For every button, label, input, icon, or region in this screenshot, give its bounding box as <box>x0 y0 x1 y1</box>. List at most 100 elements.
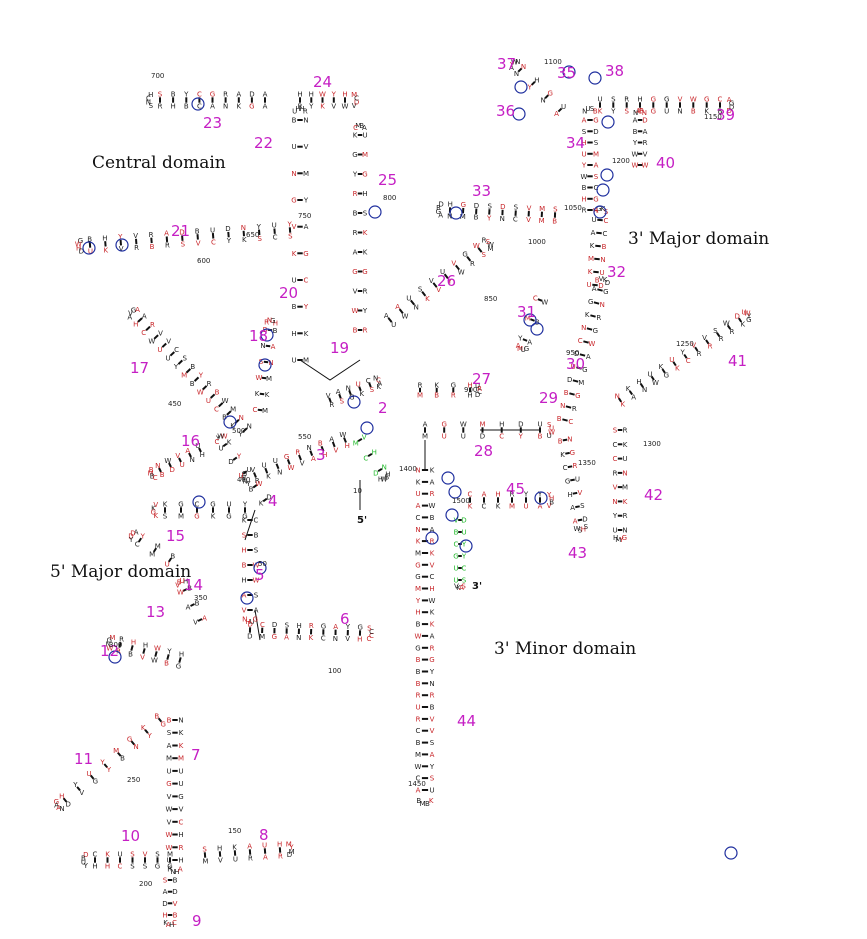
nucleotide: A <box>186 604 191 612</box>
nucleotide: K <box>376 383 381 391</box>
base-pair <box>377 467 383 473</box>
nucleotide: W <box>287 464 294 472</box>
nucleotide: D <box>582 516 587 524</box>
nucleotide: B <box>425 800 430 808</box>
nucleotide: W <box>541 298 548 306</box>
nucleotide: V <box>133 232 138 240</box>
base-pair <box>198 447 202 453</box>
nucleotide: U <box>86 770 91 778</box>
nucleotide: B <box>595 276 600 284</box>
base-pair <box>572 379 579 383</box>
nucleotide: S <box>254 547 259 555</box>
backbone-strands <box>244 359 540 641</box>
nucleotide: C <box>321 635 326 643</box>
nucleotide: D <box>598 282 603 290</box>
nucleotide: C <box>369 632 374 640</box>
nucleotide: S <box>363 210 368 218</box>
nucleotide: W <box>548 429 555 437</box>
base-pair <box>286 459 291 465</box>
nucleotide: S <box>163 877 168 885</box>
position-label: 750 <box>298 212 311 220</box>
nucleotide: U <box>537 421 542 429</box>
nucleotide: H <box>297 91 302 99</box>
nucleotide: H <box>105 863 110 871</box>
nucleotide: Y <box>362 307 368 315</box>
base-pair <box>161 342 167 348</box>
nucleotide: K <box>416 478 421 486</box>
nucleotide: C <box>416 775 421 783</box>
helix-label-40: 40 <box>656 154 675 172</box>
nucleotide: V <box>166 338 171 346</box>
base-pair <box>683 353 688 359</box>
nucleotide: D <box>574 350 579 358</box>
nucleotide: S <box>514 204 519 212</box>
nucleotide: M <box>178 513 184 521</box>
helix-label-29: 29 <box>539 389 558 407</box>
helix-label-33: 33 <box>472 182 491 200</box>
nucleotide: W <box>581 173 588 181</box>
nucleotide: G <box>588 298 593 306</box>
nucleotide: U <box>429 787 434 795</box>
nucleotide: U <box>362 132 367 140</box>
nucleotide: N <box>170 868 175 876</box>
nucleotide: N <box>540 97 545 105</box>
nucleotide: A <box>333 623 338 631</box>
nucleotide: G <box>575 392 580 400</box>
nucleotide: R <box>309 622 314 630</box>
nucleotide: S <box>149 102 154 110</box>
nucleotide: W <box>253 562 260 570</box>
base-pair <box>157 717 163 723</box>
nucleotide: W <box>723 320 730 328</box>
circled-nucleotide <box>593 205 607 219</box>
nucleotide: K <box>266 473 271 481</box>
nucleotide: R <box>430 644 435 652</box>
nucleotide: V <box>353 288 358 296</box>
nucleotide: N <box>382 464 387 472</box>
nucleotide: N <box>291 170 296 178</box>
nucleotide: G <box>664 372 669 380</box>
nucleotide: B <box>184 103 189 111</box>
nucleotide: U <box>356 381 361 389</box>
nucleotide: M <box>259 633 265 641</box>
nucleotide: Y <box>461 541 467 549</box>
base-pair <box>145 325 151 332</box>
nucleotide: A <box>416 502 421 510</box>
nucleotide: Y <box>612 512 618 520</box>
nucleotide: G <box>194 513 199 521</box>
nucleotide: S <box>167 729 172 737</box>
nucleotide: A <box>236 91 241 99</box>
nucleotide: A <box>311 455 316 463</box>
nucleotide: C <box>499 433 504 441</box>
nucleotide: A <box>304 223 309 231</box>
nucleotide: A <box>538 503 543 511</box>
nucleotide: U <box>226 501 231 509</box>
nucleotide: Y <box>236 452 242 460</box>
nucleotide: H <box>467 382 472 390</box>
nucleotide: U <box>581 150 586 158</box>
base-pair <box>275 463 280 470</box>
nucleotide: C <box>211 238 216 246</box>
nucleotide: R <box>708 343 713 351</box>
nucleotide: Y <box>198 372 204 380</box>
nucleotide: G <box>151 509 156 517</box>
nucleotide: M <box>615 536 621 544</box>
nucleotide: G <box>352 151 357 159</box>
nucleotide: K <box>430 550 435 558</box>
nucleotide: Y <box>72 781 78 789</box>
nucleotide: R <box>719 335 724 343</box>
nucleotide: W <box>632 150 639 158</box>
nucleotide: N <box>622 469 627 477</box>
base-pair <box>185 368 192 374</box>
nucleotide: C <box>118 863 123 871</box>
circled-nucleotide <box>724 846 738 860</box>
helix-label-44: 44 <box>457 712 476 730</box>
nucleotide: K <box>363 249 368 257</box>
nucleotide: R <box>510 491 515 499</box>
base-pair <box>694 346 699 352</box>
nucleotide: B <box>190 363 195 371</box>
nucleotide: V <box>526 216 531 224</box>
base-pair <box>193 376 200 382</box>
nucleotide: G <box>167 863 172 871</box>
nucleotide: Y <box>288 844 294 852</box>
nucleotide: C <box>260 621 265 629</box>
